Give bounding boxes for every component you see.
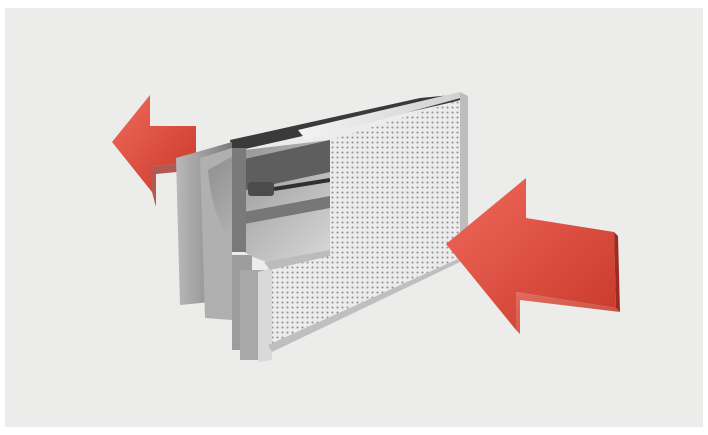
- motor-icon: [248, 182, 274, 196]
- right-arrow-icon: [446, 178, 620, 334]
